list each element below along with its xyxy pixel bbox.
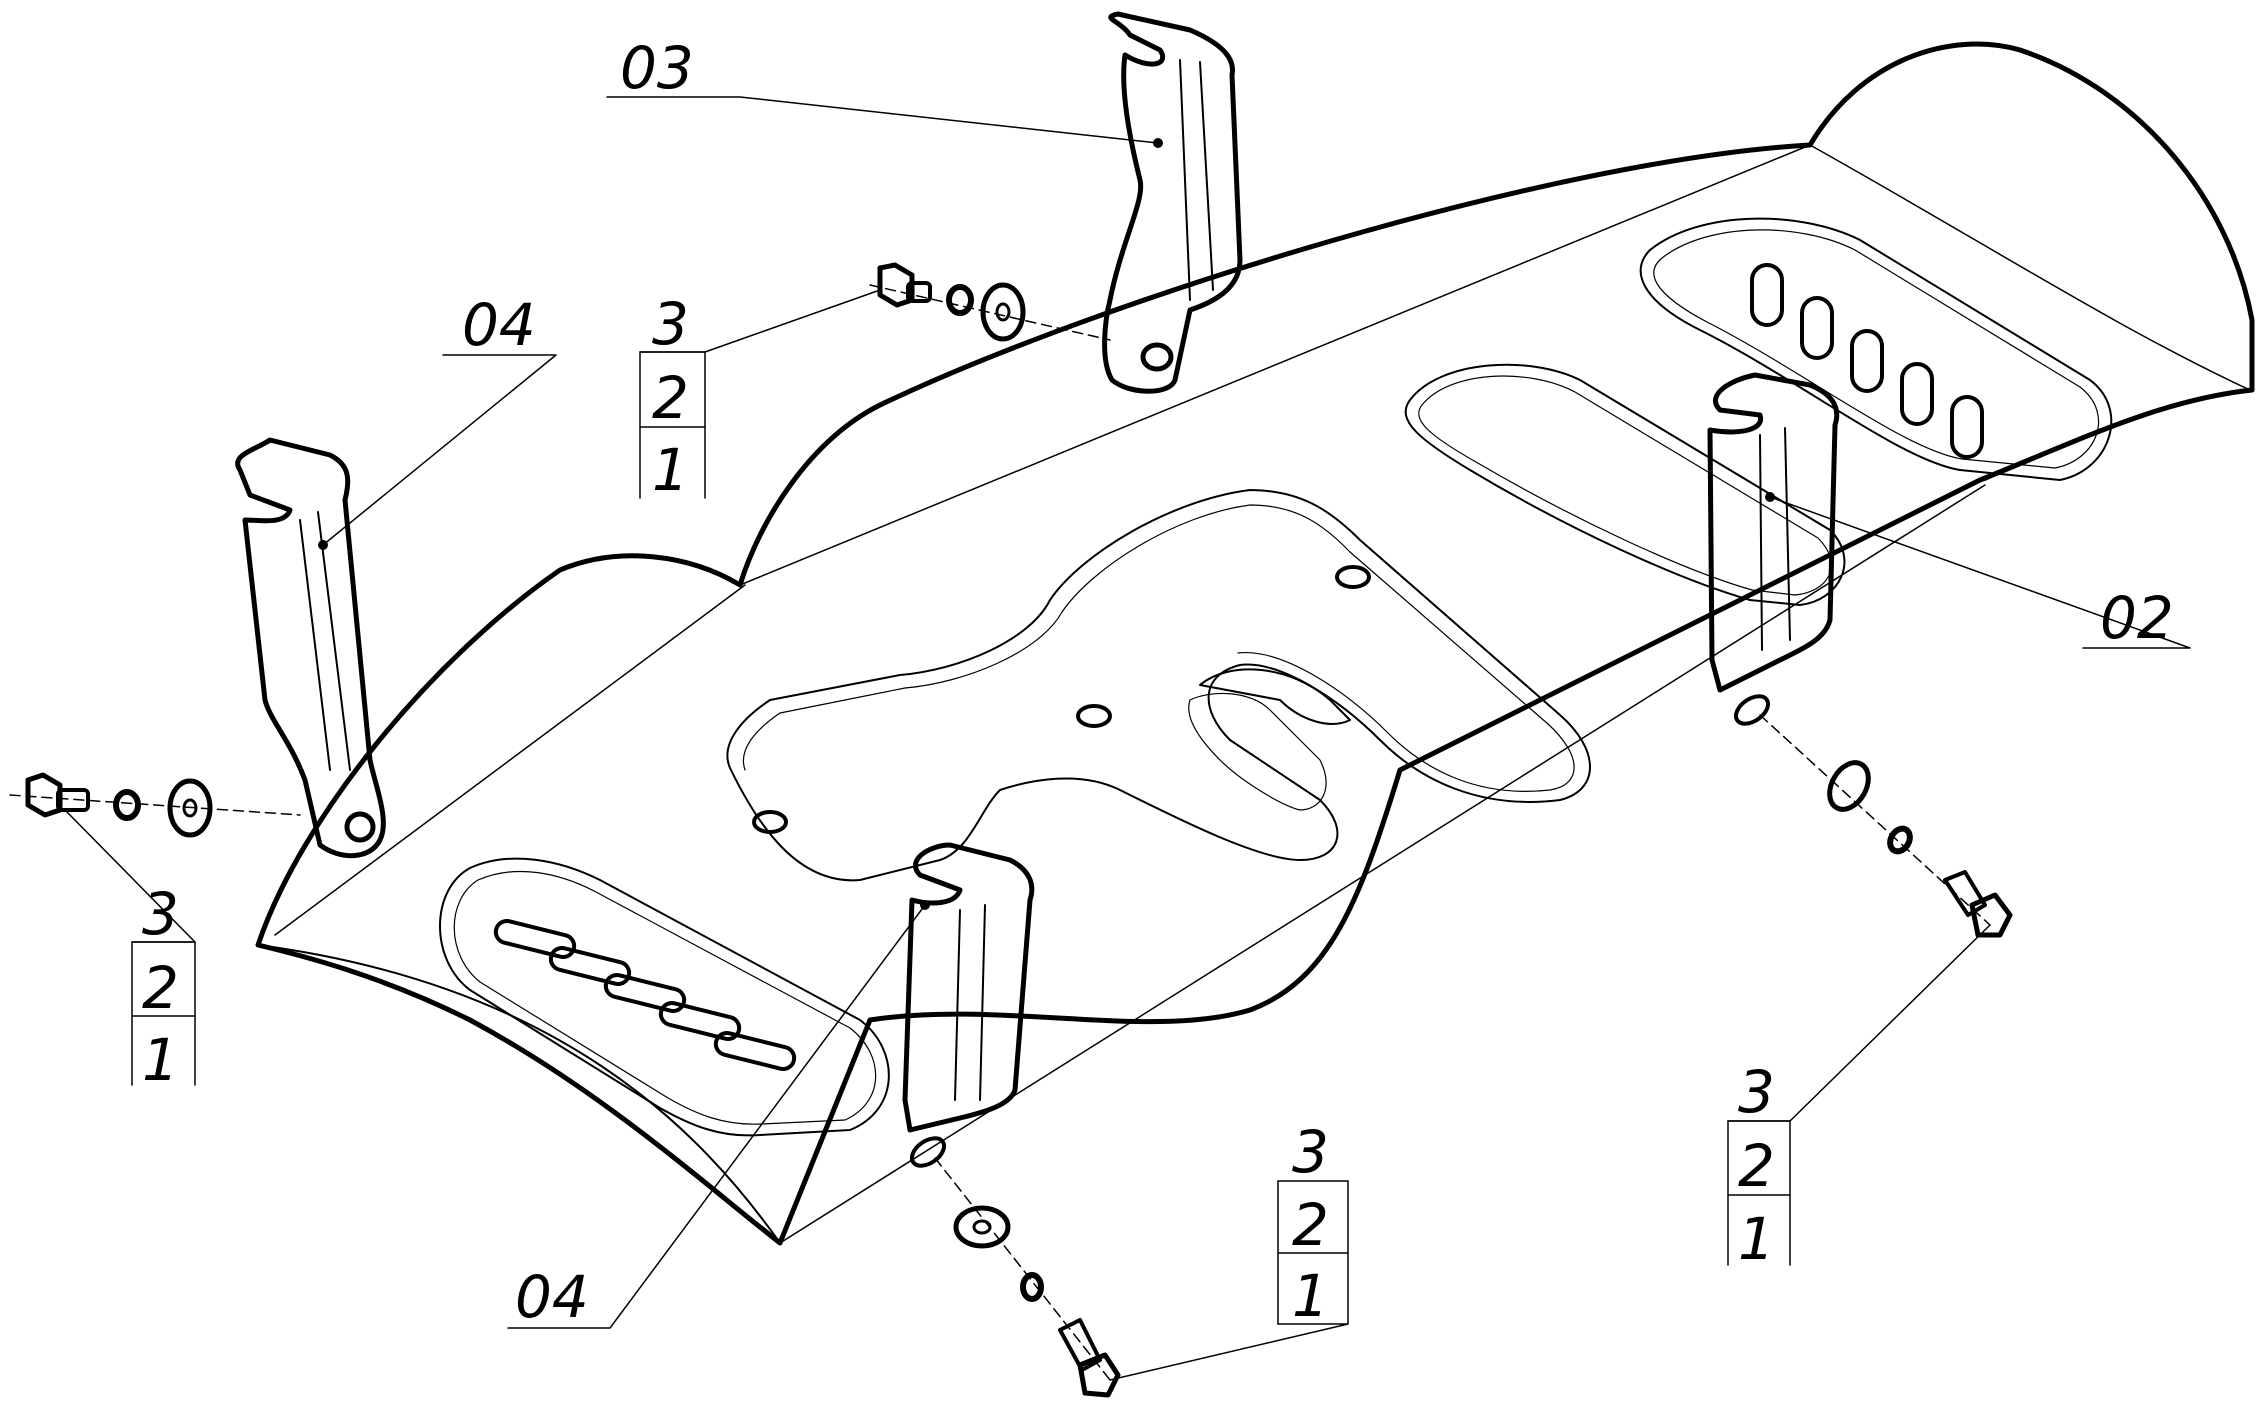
- fastener-set-rear: [869, 262, 1111, 342]
- flat-washer-rear: [980, 282, 1026, 342]
- stack-left-item-1: 3: [142, 880, 179, 948]
- bolt-shank-front: [1058, 1318, 1102, 1372]
- bracket-04-left: [235, 437, 386, 859]
- plate-hole-2: [1076, 704, 1112, 728]
- rear-vent-slots: [1750, 263, 1984, 459]
- stack-right-item-1: 3: [1738, 1058, 1775, 1126]
- stack-rear-item-2: 2: [652, 364, 689, 432]
- center-pocket: [726, 489, 1591, 882]
- plate-hole-3: [752, 810, 788, 834]
- front-vent-pocket: [439, 857, 890, 1137]
- stack-front-item-3: 1: [1292, 1262, 1329, 1330]
- label-front-bracket: 04: [515, 1263, 589, 1331]
- stack-front-item-2: 2: [1292, 1191, 1329, 1259]
- label-rear-bracket: 03: [620, 34, 694, 102]
- label-plate: 02: [2100, 584, 2174, 652]
- flat-washer-right: [1827, 760, 1871, 812]
- fastener-stack-left: 3 2 1: [131, 880, 196, 1094]
- bolt-shank-left: [56, 788, 90, 812]
- stack-front-item-1: 3: [1292, 1118, 1329, 1186]
- fastener-set-front: [934, 1157, 1121, 1398]
- stack-rear-item-1: 3: [652, 290, 689, 358]
- stack-rear-item-3: 1: [652, 436, 689, 504]
- skid-plate: [255, 41, 2255, 1246]
- bracket-03-nut: [1140, 342, 1174, 372]
- bolt-head-right: [1969, 892, 2013, 938]
- bracket-03: [1102, 11, 1243, 394]
- side-hole-front: [909, 1136, 947, 1168]
- fastener-set-left: [9, 772, 301, 838]
- bolt-head-left: [25, 772, 63, 818]
- part-labels: 03 04 02 04: [462, 34, 2174, 1331]
- fastener-set-right: [1759, 714, 2013, 938]
- plate-hole-1: [1335, 565, 1371, 589]
- rear-vent-pocket: [1639, 217, 2113, 481]
- fastener-stack-front: 3 2 1: [1277, 1118, 1349, 1330]
- flat-washer-left: [167, 778, 213, 838]
- fastener-stack-rear: 3 2 1: [639, 290, 706, 504]
- bolt-shank-right: [1943, 870, 1987, 917]
- spring-washer-front: [1020, 1272, 1044, 1302]
- bolt-shank-rear: [906, 281, 932, 303]
- flat-washer-front: [953, 1205, 1011, 1249]
- stack-right-item-3: 1: [1738, 1205, 1775, 1273]
- spring-washer-rear: [946, 284, 974, 316]
- stack-right-item-2: 2: [1738, 1132, 1775, 1200]
- middle-oval-pocket: [1404, 363, 1846, 606]
- spring-washer-right: [1887, 825, 1913, 855]
- bracket-02: [1707, 372, 1840, 693]
- bracket-04-front: [902, 842, 1035, 1133]
- bracket-04-left-nut: [344, 811, 376, 843]
- spring-washer-left: [113, 789, 141, 821]
- bolt-head-front: [1077, 1352, 1121, 1398]
- stack-left-item-3: 1: [142, 1026, 179, 1094]
- front-vent-slots: [493, 918, 797, 1072]
- label-left-bracket: 04: [462, 291, 536, 359]
- side-hole-right: [1733, 694, 1771, 726]
- stack-left-item-2: 2: [142, 954, 179, 1022]
- fastener-stack-right: 3 2 1: [1727, 1058, 1791, 1273]
